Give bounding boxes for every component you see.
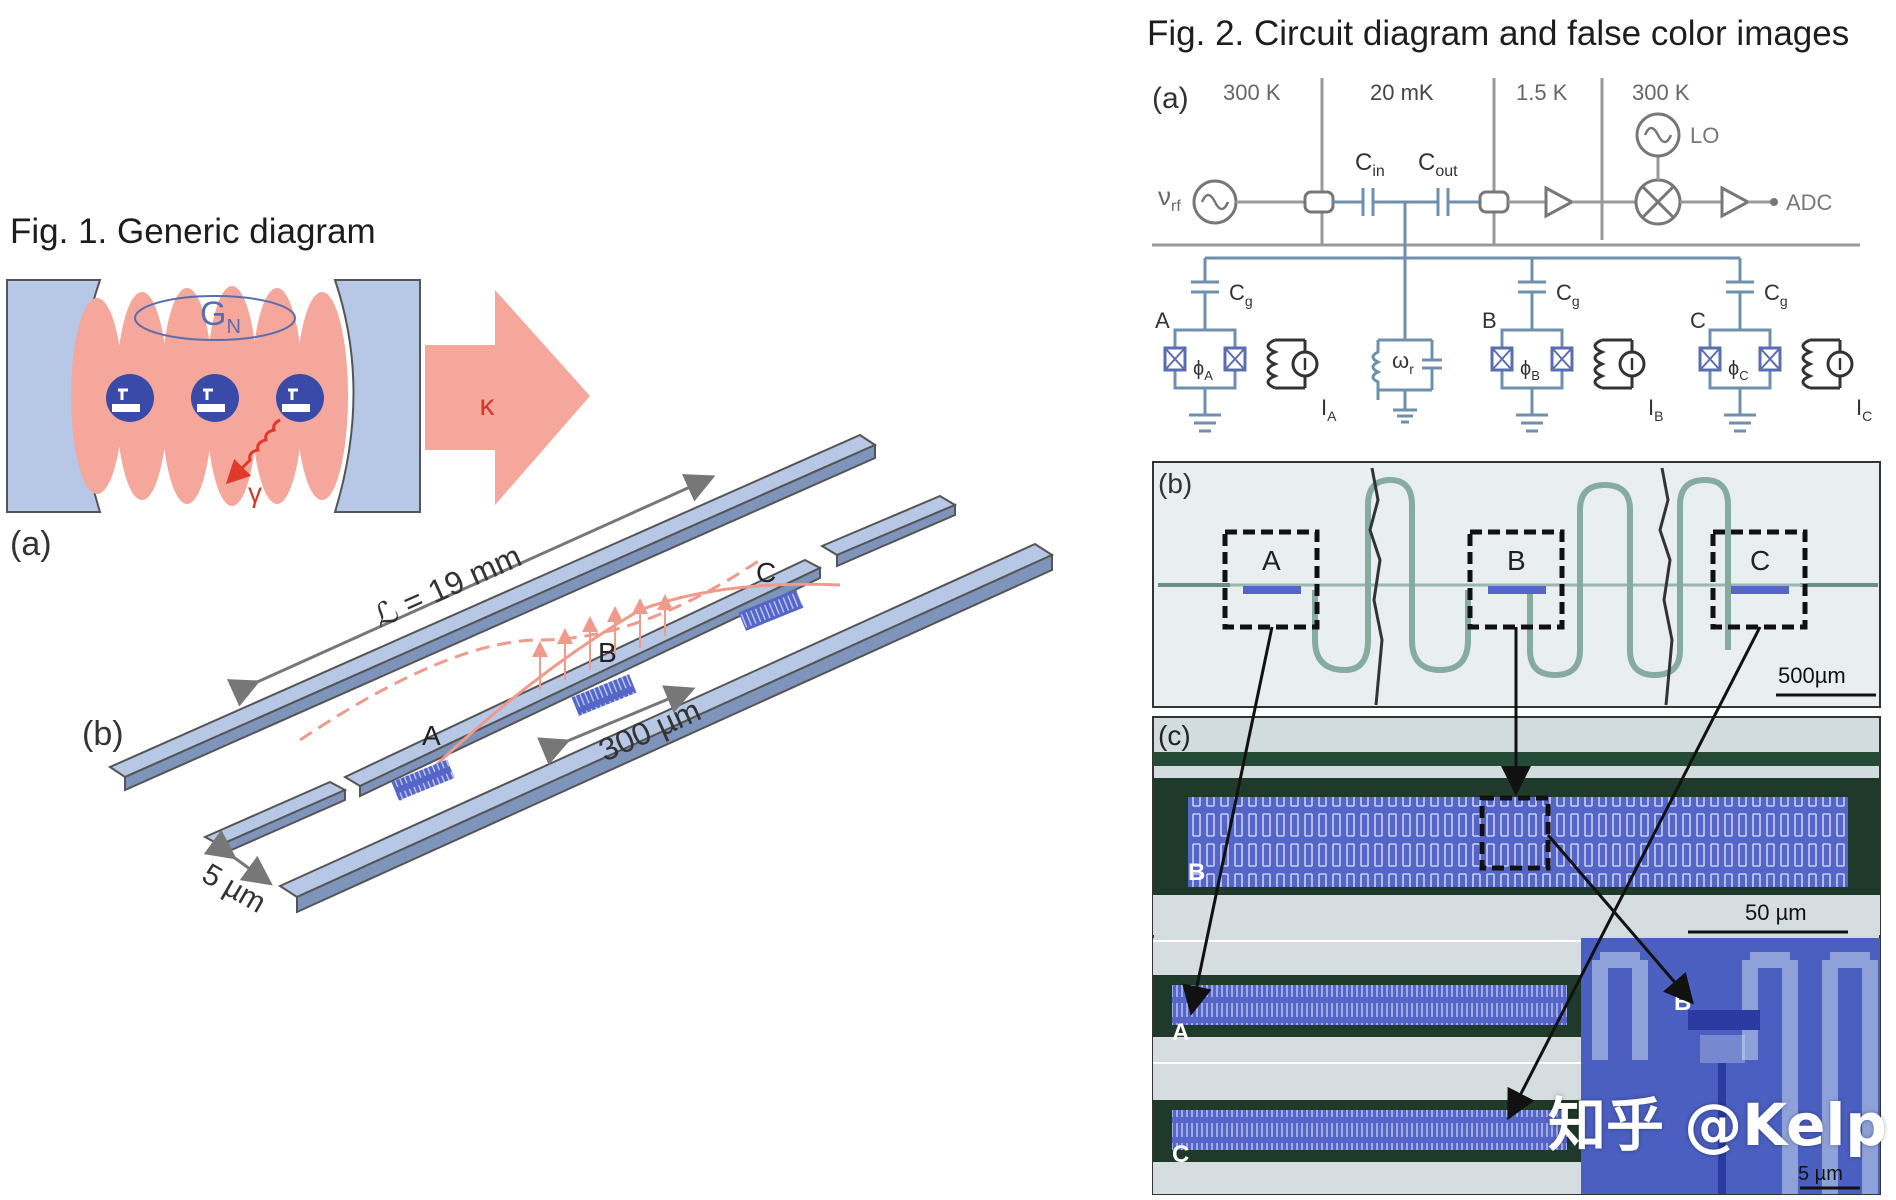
qubit-a-label: A	[422, 720, 441, 751]
box-label-c: C	[1750, 545, 1770, 576]
fig1-panel-b: A B C ℒ = 19 mm 300 µm 5 µm (b)	[82, 433, 1055, 920]
coupling-label: GN	[200, 295, 241, 338]
phi-c-label: ϕC	[1728, 358, 1749, 383]
qubit-circuit-c: Cg C ϕC IC	[1690, 258, 1872, 433]
fig1-panel-b-label: (b)	[82, 715, 124, 753]
qubit-a-label: A	[1155, 308, 1170, 333]
fig1-panel-a-label: (a)	[10, 525, 52, 563]
cg-label-b: Cg	[1556, 280, 1580, 309]
flux-coil-b-icon	[1593, 338, 1606, 390]
micro-label-c: C	[1172, 1141, 1189, 1168]
current-a-label: IA	[1321, 395, 1337, 424]
watermark: 知乎 @Kelp	[1548, 1091, 1887, 1159]
fig2-panel-b-label: (b)	[1158, 468, 1192, 499]
adc-label: ADC	[1786, 190, 1833, 215]
omega-label: ωr	[1392, 348, 1414, 377]
cin-label: Cin	[1355, 149, 1385, 180]
current-b-label: IB	[1648, 395, 1663, 424]
gamma-label: γ	[248, 477, 262, 508]
temp-4: 300 K	[1632, 80, 1690, 105]
micro-label-b: B	[1188, 859, 1205, 886]
gamma-arrow	[225, 418, 281, 485]
fig2-panel-c-label: (c)	[1158, 720, 1191, 751]
cout-label: Cout	[1418, 149, 1458, 180]
gap-label: 5 µm	[197, 857, 272, 919]
qubit-circuit-b: Cg B ϕB IB	[1482, 258, 1663, 433]
span-label: 300 µm	[593, 692, 706, 769]
resonator: ωr	[1371, 338, 1442, 424]
coupling-loop	[134, 295, 296, 341]
temp-2: 20 mK	[1370, 80, 1434, 105]
connector-arrows	[1182, 626, 1762, 1121]
qubit-b-label: B	[598, 637, 617, 668]
current-c-label: IC	[1856, 395, 1872, 424]
amplifier-2-icon	[1720, 185, 1752, 219]
temp-1: 300 K	[1223, 80, 1281, 105]
fig1-title: Fig. 1. Generic diagram	[10, 212, 376, 251]
kappa-arrow	[425, 290, 590, 505]
box-label-b: B	[1507, 545, 1526, 576]
phi-b-label: ϕB	[1520, 358, 1540, 383]
kappa-label: κ	[480, 389, 496, 422]
qubit-b-label: B	[1482, 308, 1497, 333]
cg-label-c: Cg	[1764, 280, 1788, 309]
qubit-c-label: C	[756, 557, 776, 588]
source-label: νrf	[1158, 181, 1181, 215]
flux-coil-a-icon	[1266, 338, 1279, 390]
fig2-panel-a-label: (a)	[1152, 82, 1189, 115]
temp-3: 1.5 K	[1516, 80, 1568, 105]
fig1-panel-a: κ GN γ (a)	[6, 279, 590, 563]
lo-label: LO	[1690, 123, 1719, 148]
qubit-c-label: C	[1690, 308, 1706, 333]
flux-coil-c-icon	[1801, 338, 1814, 390]
fig2-panel-a: (a) 300 K 20 mK 1.5 K 300 K νrf Cin Cout	[1152, 78, 1872, 433]
phi-a-label: ϕA	[1193, 358, 1213, 383]
amplifier-1-icon	[1544, 185, 1576, 219]
cg-label-a: Cg	[1229, 280, 1253, 309]
box-label-a: A	[1262, 545, 1281, 576]
scale-inset-label: 5 µm	[1798, 1163, 1843, 1185]
atoms	[106, 374, 324, 422]
scale-c-label: 50 µm	[1745, 900, 1807, 925]
fig2-title: Fig. 2. Circuit diagram and false color …	[1147, 14, 1850, 53]
scale-b-label: 500µm	[1778, 663, 1846, 688]
qubit-circuit-a: Cg A ϕA IA	[1155, 258, 1337, 433]
micro-label-a: A	[1172, 1019, 1189, 1046]
